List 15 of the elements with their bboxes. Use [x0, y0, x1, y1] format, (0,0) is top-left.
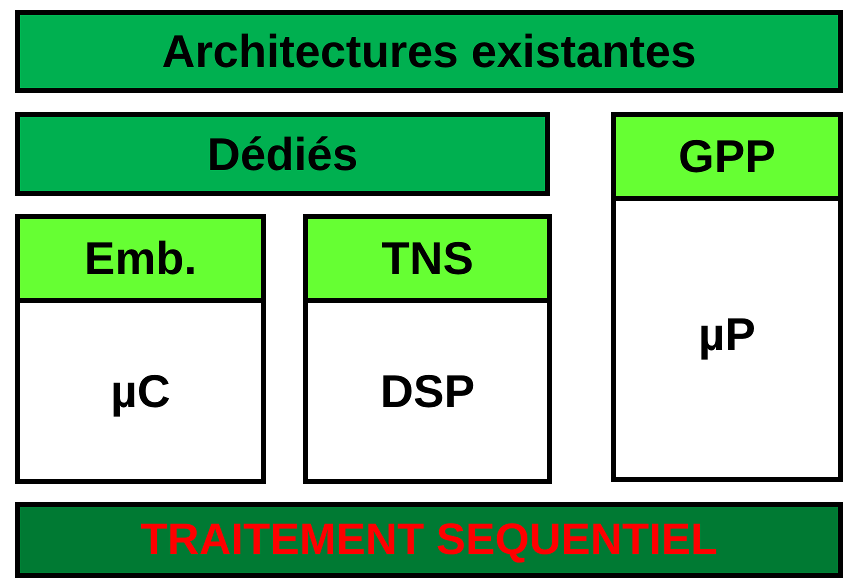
banner-box — [15, 10, 843, 93]
column-heading: GPP — [678, 131, 776, 182]
column-box — [611, 112, 843, 482]
column-label: µP — [698, 309, 756, 360]
banner-box — [15, 112, 550, 196]
banner-title: Dédiés — [207, 128, 358, 180]
column-label: DSP — [380, 366, 475, 416]
column-heading: TNS — [382, 233, 474, 284]
column-label: µC — [110, 366, 170, 416]
column-heading: Emb. — [84, 233, 197, 284]
column-box — [15, 214, 266, 484]
banner-title: Architectures existantes — [162, 26, 696, 77]
banner-title: TRAITEMENT SEQUENTIEL — [140, 516, 718, 564]
column-box — [303, 214, 552, 484]
banner-box — [15, 502, 843, 578]
